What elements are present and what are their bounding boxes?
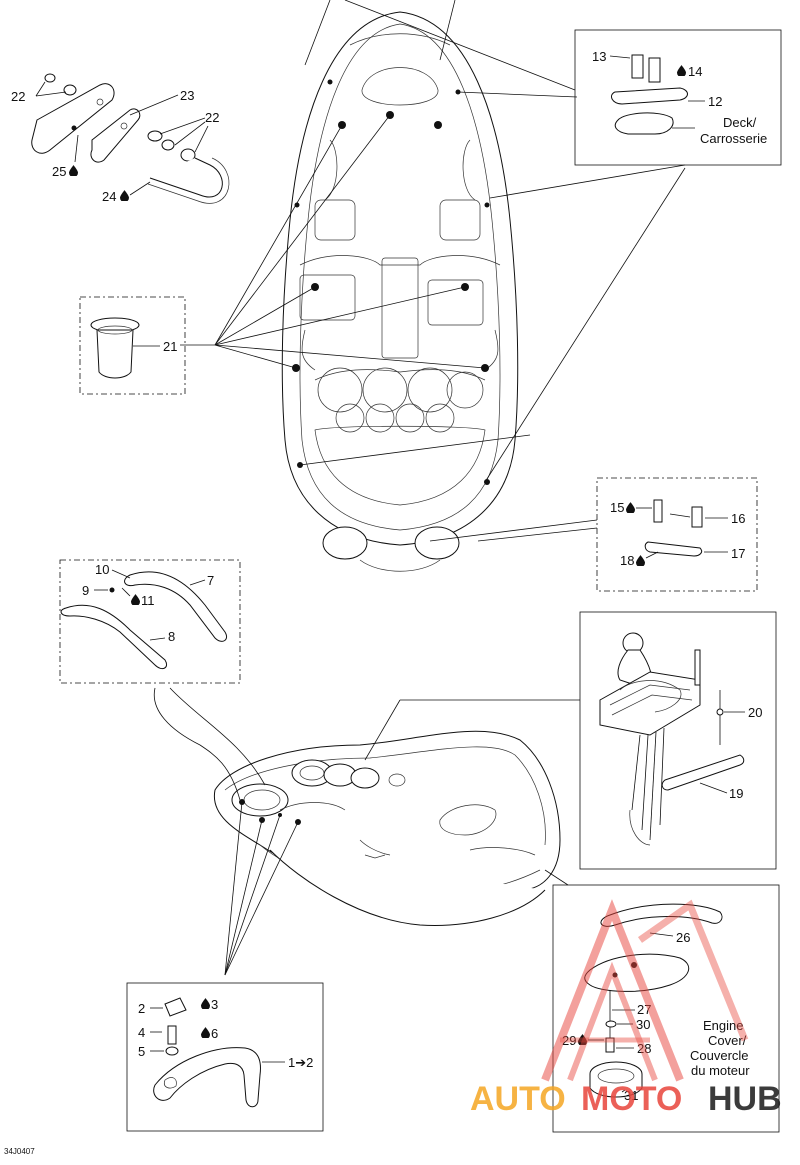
sealant-drop-icon: [636, 555, 645, 566]
diagram-code: 34J0407: [4, 1147, 35, 1156]
callout-30: 30: [636, 1017, 650, 1032]
box-cleat-deck: 13 14 12 Deck/ Carrosserie: [574, 29, 782, 166]
watermark-hub: HUB: [708, 1080, 782, 1118]
deck-leader-lines: [180, 0, 686, 542]
callout-31: 31: [624, 1088, 638, 1103]
callout-23: 23: [180, 88, 194, 103]
watermark-moto: MOTO: [581, 1080, 682, 1118]
box-handles: 10 9 11 7 8: [59, 559, 241, 684]
callout-21: 21: [163, 339, 177, 354]
sealant-drop-icon: [677, 65, 686, 76]
callout-15: 15: [610, 500, 624, 515]
deck-top-view: [281, 11, 519, 572]
callout-22-right: 22: [205, 110, 219, 125]
hull-leader-lines: [153, 687, 580, 976]
callout-3: 3: [211, 997, 218, 1012]
callout-2: 2: [138, 1001, 145, 1016]
callout-19: 19: [729, 786, 743, 801]
watermark-logo: AUTO MOTO HUB: [470, 899, 782, 1118]
box-grab-handle: 2 3 4 6 5 1➔2: [126, 982, 324, 1132]
callout-25: 25: [52, 164, 66, 179]
sealant-drop-icon: [120, 190, 129, 201]
sealant-drop-icon: [626, 502, 635, 513]
callout-26: 26: [676, 930, 690, 945]
bracket-assembly: 22 23 22 25 24: [11, 73, 230, 204]
label-carrosserie: Carrosserie: [700, 131, 767, 146]
callout-11: 11: [141, 593, 155, 608]
callout-18: 18: [620, 553, 634, 568]
callout-22-left: 22: [11, 89, 25, 104]
label-deck: Deck/: [723, 115, 757, 130]
callout-20: 20: [748, 705, 762, 720]
callout-17: 17: [731, 546, 745, 561]
callout-28: 28: [637, 1041, 651, 1056]
label-couvercle: Couvercle: [690, 1048, 749, 1063]
sealant-drop-icon: [201, 998, 210, 1009]
watermark-auto: AUTO: [470, 1080, 566, 1118]
sealant-drop-icon: [69, 165, 78, 176]
sealant-drop-icon: [201, 1027, 210, 1038]
callout-5: 5: [138, 1044, 145, 1059]
callout-14: 14: [688, 64, 702, 79]
sealant-drop-icon: [131, 594, 140, 605]
callout-12: 12: [708, 94, 722, 109]
callout-6: 6: [211, 1026, 218, 1041]
callout-7: 7: [207, 573, 214, 588]
box-strap: 15 16 18 17: [596, 477, 758, 592]
callout-1-arrow-2: 1➔2: [288, 1055, 313, 1070]
label-cover: Cover/: [708, 1033, 747, 1048]
callout-8: 8: [168, 629, 175, 644]
hull-perspective-view: [213, 730, 561, 926]
label-engine: Engine: [703, 1018, 743, 1033]
callout-10: 10: [95, 562, 109, 577]
callout-9: 9: [82, 583, 89, 598]
box-engine-cover: 26 27 30 29 28 Engine Cover/ Couvercle d…: [552, 884, 780, 1133]
box-steering-column: 20 19: [579, 611, 777, 870]
label-du-moteur: du moteur: [691, 1063, 750, 1078]
callout-16: 16: [731, 511, 745, 526]
callout-24: 24: [102, 189, 116, 204]
callout-4: 4: [138, 1025, 145, 1040]
box-grommet: 21: [79, 296, 186, 395]
callout-13: 13: [592, 49, 606, 64]
